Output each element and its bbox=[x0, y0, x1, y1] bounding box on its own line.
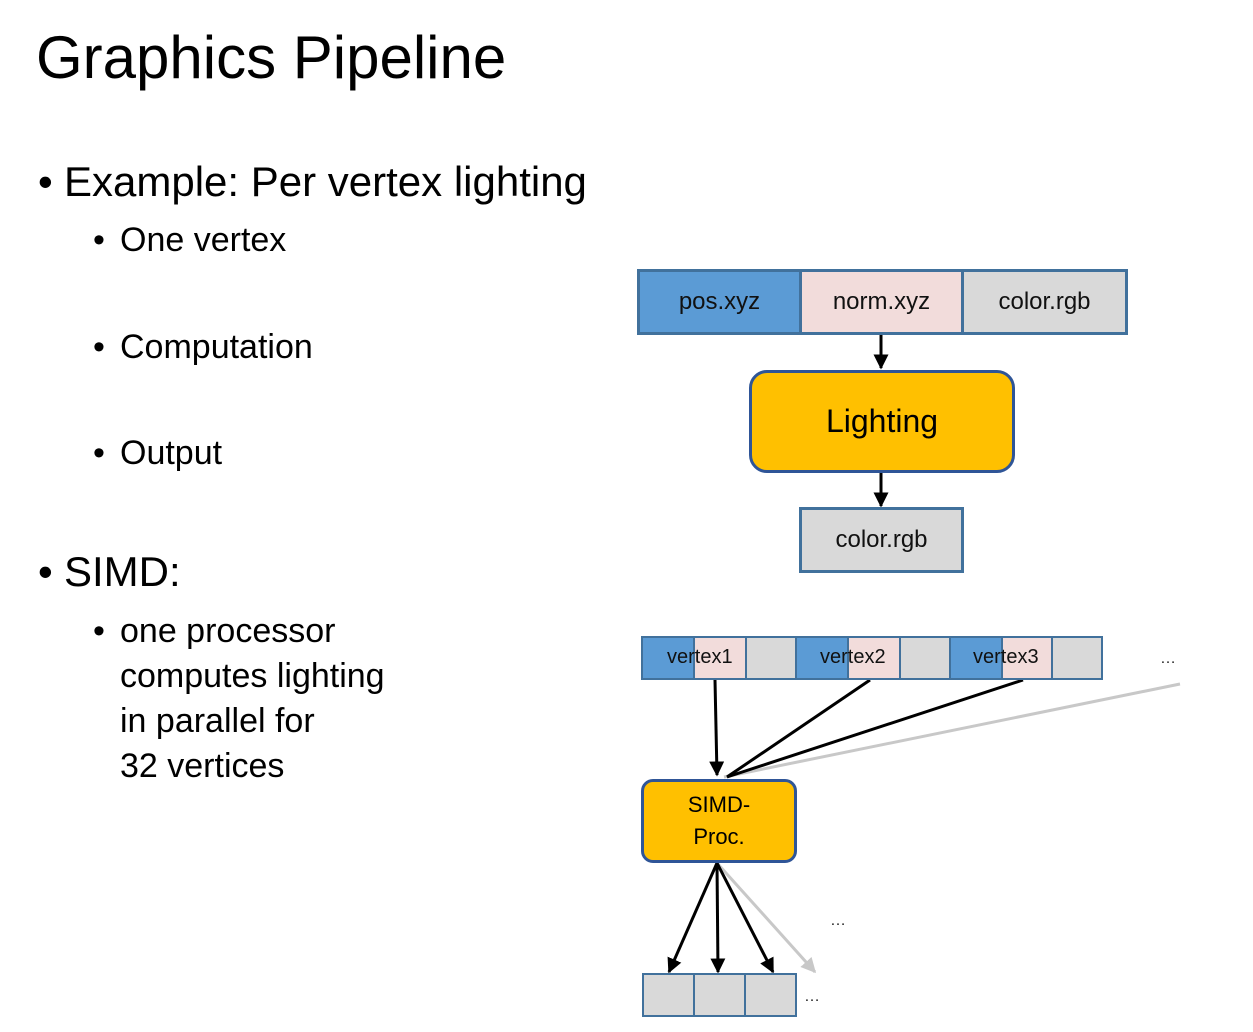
line-vertex3 bbox=[726, 678, 1024, 779]
line-vertex1 bbox=[709, 679, 725, 777]
vertex3-label: vertex3 bbox=[973, 646, 1039, 668]
field-position: pos.xyz bbox=[637, 269, 802, 335]
bullet-dot: • bbox=[93, 434, 105, 472]
v3-position-cell bbox=[949, 636, 1003, 680]
v2-color-cell bbox=[899, 636, 951, 680]
bullet-simd: SIMD: bbox=[64, 548, 181, 595]
v3-color-cell bbox=[1051, 636, 1103, 680]
bullet-simd-description: one processor computes lighting in paral… bbox=[120, 609, 385, 789]
output-color-field: color.rgb bbox=[799, 507, 964, 573]
slide-title: Graphics Pipeline bbox=[36, 24, 507, 91]
field-color: color.rgb bbox=[961, 269, 1128, 335]
simd-desc-line: one processor bbox=[120, 612, 336, 650]
simd-label-line1: SIMD- bbox=[687, 792, 751, 817]
more-vertices-ellipsis: … bbox=[1160, 650, 1176, 667]
line-extra-vertex bbox=[723, 682, 1181, 779]
more-outputs-ellipsis: … bbox=[804, 988, 820, 1005]
bullet-dot: • bbox=[93, 612, 105, 650]
vertex2-label: vertex2 bbox=[820, 646, 886, 668]
simd-desc-line: in parallel for bbox=[120, 702, 315, 740]
output-cell bbox=[693, 973, 746, 1017]
field-normal: norm.xyz bbox=[799, 269, 964, 335]
simd-processor-box: SIMD- Proc. bbox=[641, 779, 797, 863]
arrow-output3 bbox=[715, 862, 775, 974]
v1-normal-cell bbox=[693, 636, 747, 680]
bullet-example: Example: Per vertex lighting bbox=[64, 158, 587, 205]
v2-normal-cell bbox=[847, 636, 901, 680]
v1-color-cell bbox=[745, 636, 797, 680]
bullet-dot: • bbox=[93, 221, 105, 259]
bullet-one-vertex: One vertex bbox=[120, 221, 287, 259]
simd-desc-line: computes lighting bbox=[120, 657, 385, 695]
output-cell bbox=[744, 973, 797, 1017]
bullet-computation: Computation bbox=[120, 328, 313, 366]
output-cell bbox=[642, 973, 695, 1017]
arrow-extra-output bbox=[715, 861, 817, 974]
bullet-dot: • bbox=[93, 328, 105, 366]
line-vertex2 bbox=[726, 678, 871, 779]
arrow-output1 bbox=[667, 862, 719, 974]
bullet-dot: • bbox=[38, 158, 53, 205]
arrow-output2 bbox=[710, 862, 726, 974]
lighting-label: Lighting bbox=[825, 403, 939, 439]
simd-desc-line: 32 vertices bbox=[120, 747, 285, 785]
more-arrows-ellipsis: … bbox=[830, 912, 846, 929]
lighting-process-box: Lighting bbox=[749, 370, 1015, 473]
simd-label-line2: Proc. bbox=[693, 824, 745, 849]
vertex1-label: vertex1 bbox=[667, 646, 733, 668]
v1-position-cell bbox=[641, 636, 695, 680]
bullet-output: Output bbox=[120, 434, 223, 472]
bullet-dot: • bbox=[38, 548, 53, 595]
